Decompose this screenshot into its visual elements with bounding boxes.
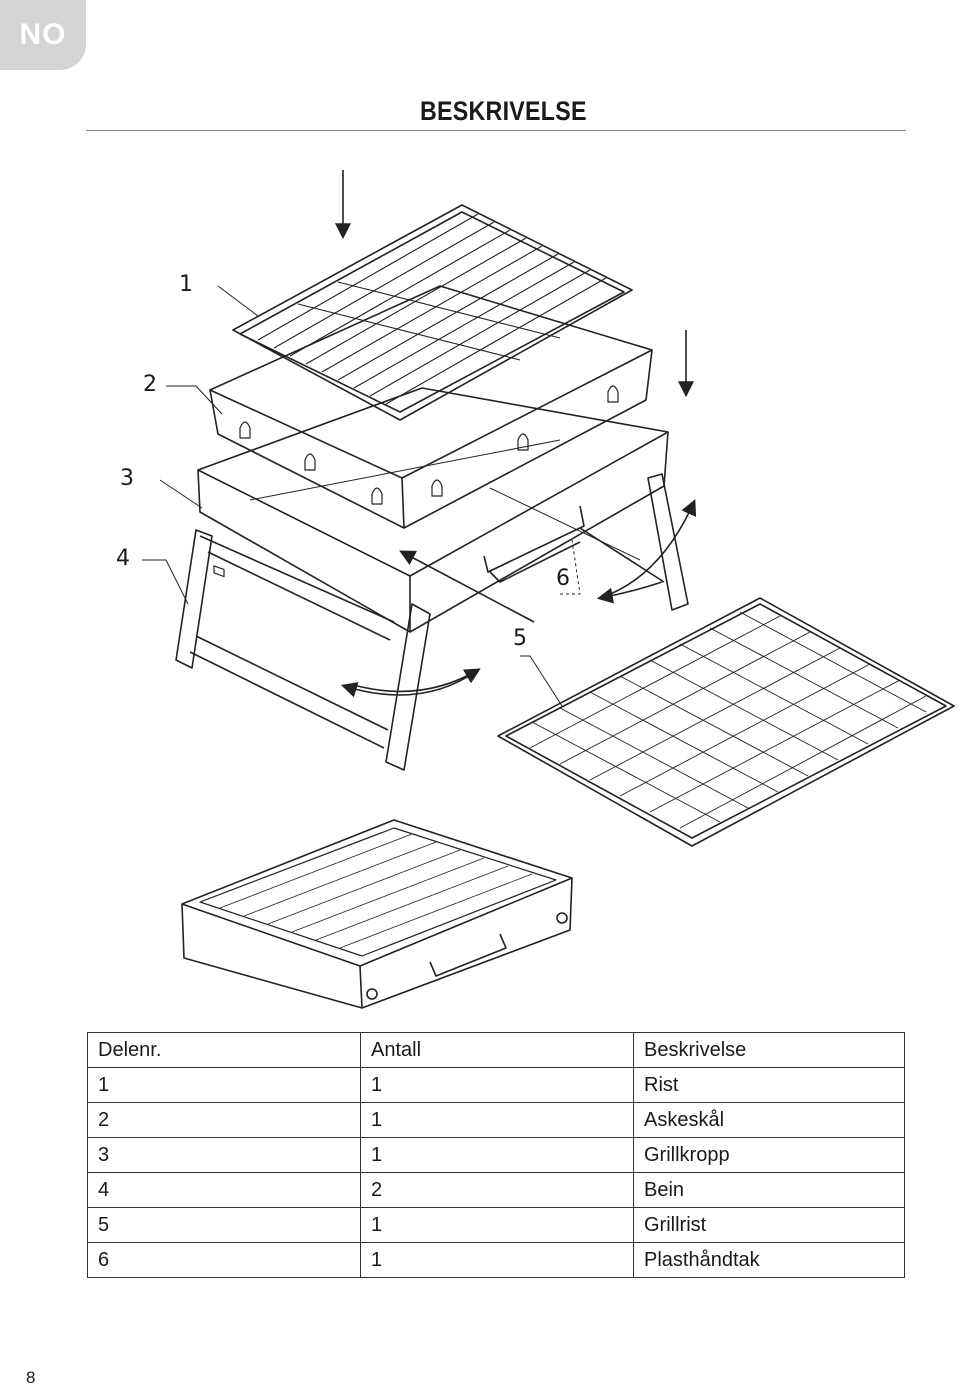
cell-description: Askeskål <box>633 1102 905 1138</box>
table-row: 4 2 Bein <box>87 1172 905 1208</box>
header-quantity: Antall <box>360 1032 634 1068</box>
cell-quantity: 1 <box>360 1137 634 1173</box>
assembled-grill <box>181 819 573 1009</box>
ash-tray-part-2 <box>209 285 653 529</box>
table-row: 3 1 Grillkropp <box>87 1137 905 1173</box>
callout-2: 2 <box>143 372 157 397</box>
callout-5: 5 <box>513 626 527 651</box>
legs-part-4 <box>175 473 689 771</box>
grill-body-part-3 <box>197 387 669 633</box>
cell-quantity: 1 <box>360 1242 634 1278</box>
title-divider <box>86 130 906 131</box>
table-row: 6 1 Plasthåndtak <box>87 1242 905 1278</box>
cell-part-no: 6 <box>87 1242 361 1278</box>
language-tab: NO <box>0 0 86 70</box>
cell-quantity: 1 <box>360 1067 634 1103</box>
parts-table: Delenr. Antall Beskrivelse 1 1 Rist 2 1 … <box>87 1032 905 1278</box>
cell-part-no: 4 <box>87 1172 361 1208</box>
table-header-row: Delenr. Antall Beskrivelse <box>87 1032 905 1068</box>
table-row: 5 1 Grillrist <box>87 1207 905 1243</box>
cell-description: Grillrist <box>633 1207 905 1243</box>
table-row: 2 1 Askeskål <box>87 1102 905 1138</box>
cell-part-no: 2 <box>87 1102 361 1138</box>
page-title: BESKRIVELSE <box>420 96 587 126</box>
table-row: 1 1 Rist <box>87 1067 905 1103</box>
cell-quantity: 1 <box>360 1102 634 1138</box>
header-part-no: Delenr. <box>87 1032 361 1068</box>
grate-part-1 <box>232 204 633 421</box>
callout-3: 3 <box>120 466 134 491</box>
language-code: NO <box>19 18 67 51</box>
cell-part-no: 3 <box>87 1137 361 1173</box>
charcoal-grate-part-5 <box>497 597 955 847</box>
callout-1: 1 <box>179 272 193 297</box>
callout-6: 6 <box>556 566 570 591</box>
cell-quantity: 1 <box>360 1207 634 1243</box>
callout-4: 4 <box>116 546 130 571</box>
cell-description: Plasthåndtak <box>633 1242 905 1278</box>
cell-quantity: 2 <box>360 1172 634 1208</box>
cell-description: Bein <box>633 1172 905 1208</box>
grill-exploded-diagram <box>142 170 955 1009</box>
cell-description: Rist <box>633 1067 905 1103</box>
cell-part-no: 1 <box>87 1067 361 1103</box>
page-number: 8 <box>26 1368 36 1387</box>
header-description: Beskrivelse <box>633 1032 905 1068</box>
cell-part-no: 5 <box>87 1207 361 1243</box>
cell-description: Grillkropp <box>633 1137 905 1173</box>
handle-part-6 <box>483 505 585 583</box>
